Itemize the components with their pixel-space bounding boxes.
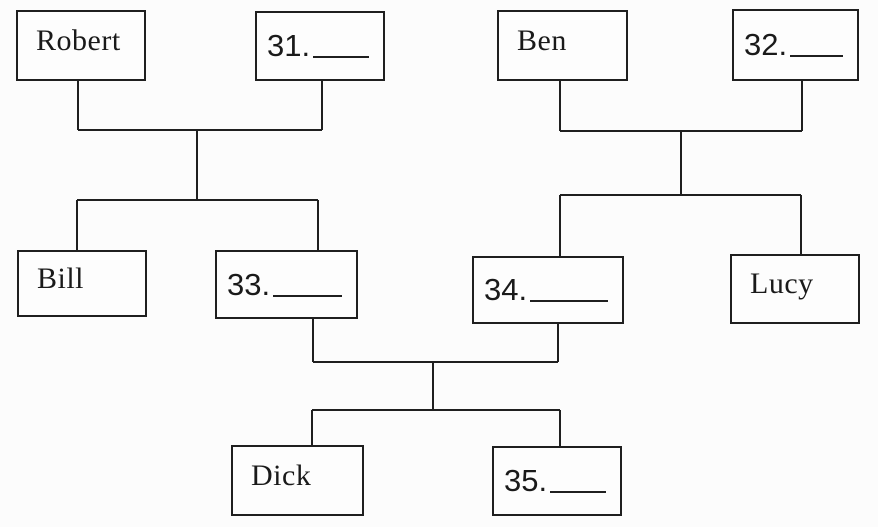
answer-blank-line bbox=[530, 300, 608, 302]
answer-box-31: 31. bbox=[255, 11, 385, 81]
answer-blank-line bbox=[790, 55, 843, 57]
answer-blank-line bbox=[550, 491, 606, 493]
person-box-dick: Dick bbox=[231, 445, 364, 516]
answer-box-33: 33. bbox=[215, 250, 358, 319]
person-box-ben: Ben bbox=[497, 10, 628, 81]
answer-number: 32. bbox=[744, 27, 788, 62]
person-name: Lucy bbox=[750, 267, 814, 300]
person-box-lucy: Lucy bbox=[730, 254, 860, 324]
answer-number: 31. bbox=[267, 28, 311, 63]
person-name: Ben bbox=[517, 23, 567, 57]
person-name: Robert bbox=[36, 23, 121, 57]
answer-box-34: 34. bbox=[472, 256, 624, 324]
answer-box-35: 35. bbox=[492, 446, 622, 516]
person-box-bill: Bill bbox=[17, 250, 147, 317]
person-name: Dick bbox=[251, 458, 312, 492]
person-box-robert: Robert bbox=[16, 10, 146, 81]
person-name: Bill bbox=[37, 261, 85, 295]
answer-box-32: 32. bbox=[732, 9, 859, 81]
answer-number: 33. bbox=[227, 266, 271, 302]
answer-blank-line bbox=[313, 56, 369, 58]
answer-blank-line bbox=[273, 294, 342, 297]
answer-number: 35. bbox=[504, 463, 548, 498]
answer-number: 34. bbox=[484, 272, 528, 307]
